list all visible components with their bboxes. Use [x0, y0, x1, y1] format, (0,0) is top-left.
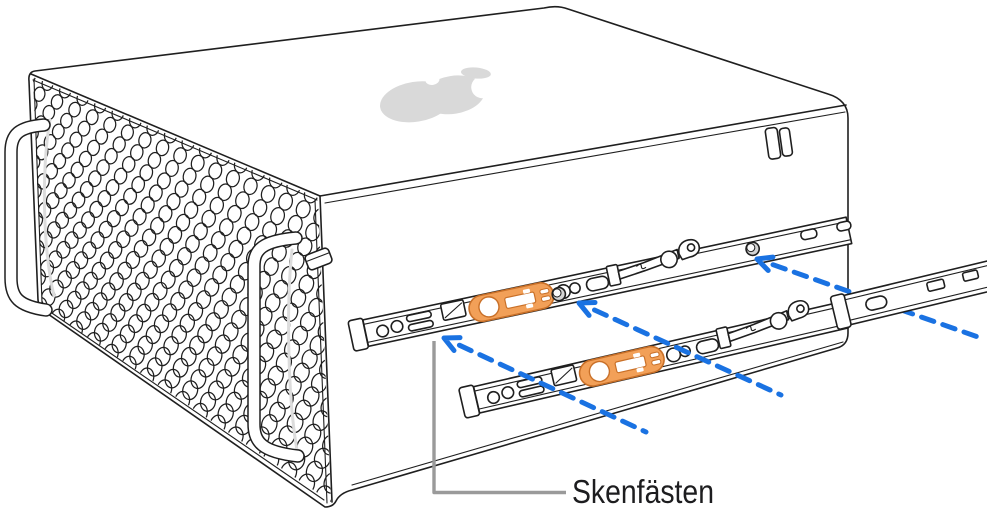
rail-outer-right: [829, 259, 987, 330]
front-edge-tab: [304, 247, 333, 271]
figure-root: Skenfästen: [4, 5, 987, 510]
rail-lower-detached: [458, 299, 849, 419]
apple-logo-icon: [379, 67, 494, 123]
rail-latch-mechanism: [605, 238, 701, 287]
mounting-peg: [745, 241, 761, 257]
handle-left: [4, 118, 53, 317]
rail-upper-attached: [347, 216, 853, 352]
handle-right: [247, 231, 305, 463]
panel-reflection: [287, 248, 299, 452]
side-latch-slider: [764, 126, 794, 160]
install-arrow-right: [754, 254, 981, 340]
install-arrow-middle: [576, 300, 784, 398]
orange-latch-handle: [468, 282, 555, 323]
mac-pro-body: [28, 5, 849, 508]
panel-reflection: [42, 118, 56, 298]
callout-label: Skenfästen: [572, 473, 714, 510]
rail-latch-mechanism: [715, 299, 810, 350]
mounting-peg: [551, 286, 567, 302]
install-arrow-left: [441, 335, 649, 435]
callout-line: [432, 341, 566, 495]
orange-latch-handle: [578, 345, 665, 387]
